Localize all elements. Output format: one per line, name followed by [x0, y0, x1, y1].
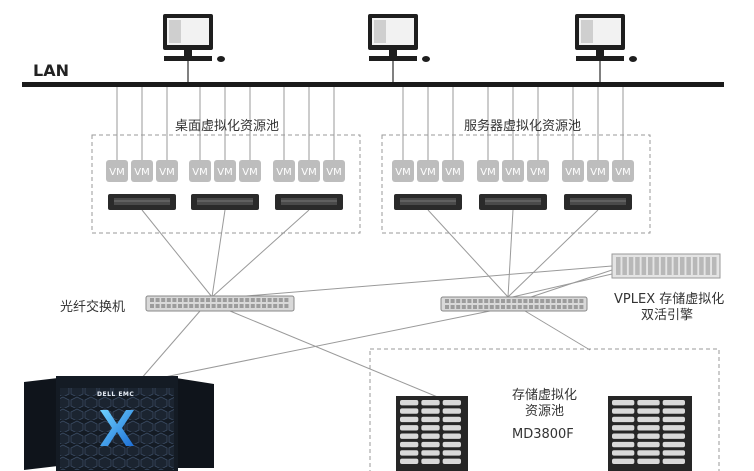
server-pool-title: 服务器虚拟化资源池: [464, 119, 582, 134]
vm-label: VM: [445, 167, 460, 178]
storage-model-label: MD3800F: [512, 427, 574, 442]
vm-label: VM: [159, 167, 174, 178]
vplex-engine-icon: [611, 253, 721, 279]
vm-box: VM: [131, 160, 153, 182]
vm-box: VM: [106, 160, 128, 182]
vm-label: VM: [565, 167, 580, 178]
vm-box: VM: [273, 160, 295, 182]
fibre-switch-left: [145, 295, 295, 312]
vm-label: VM: [420, 167, 435, 178]
vm-box: VM: [442, 160, 464, 182]
vm-box: VM: [477, 160, 499, 182]
vm-label: VM: [134, 167, 149, 178]
vm-box: VM: [502, 160, 524, 182]
computer-icon: [368, 14, 430, 82]
dell-emc-x-logo: [100, 410, 134, 446]
storage-pool-box: [369, 348, 720, 471]
host-group: VM VM VM: [106, 160, 178, 210]
vm-label: VM: [590, 167, 605, 178]
md3800f-array-left: [396, 396, 468, 471]
vm-label: VM: [505, 167, 520, 178]
lan-label: LAN: [33, 61, 69, 80]
host-group: VM VM VM: [477, 160, 549, 210]
vm-label: VM: [276, 167, 291, 178]
host-group: VM VM VM: [392, 160, 464, 210]
vm-label: VM: [326, 167, 341, 178]
desktop-pool-box: [91, 134, 361, 234]
vplex-label-line1: VPLEX 存储虚拟化: [614, 292, 725, 307]
desktop-pool-title: 桌面虚拟化资源池: [175, 119, 280, 134]
vm-box: VM: [298, 160, 320, 182]
vm-box: VM: [323, 160, 345, 182]
server-unit: [191, 194, 259, 210]
server-unit: [479, 194, 547, 210]
dell-emc-storage-array: [24, 376, 214, 471]
vm-box: VM: [417, 160, 439, 182]
computer-icon: [163, 14, 225, 82]
vm-box: VM: [527, 160, 549, 182]
network-links: [116, 87, 624, 399]
server-unit: [108, 194, 176, 210]
dell-emc-logo-text: DELL EMC: [97, 391, 135, 398]
storage-pool-title-line1: 存储虚拟化: [512, 388, 578, 403]
client-computers: [163, 14, 637, 82]
storage-pool-title-line2: 资源池: [525, 404, 565, 419]
vm-label: VM: [301, 167, 316, 178]
server-pool-box: [381, 134, 651, 234]
vm-label: VM: [530, 167, 545, 178]
host-group: VM VM VM: [562, 160, 634, 210]
vm-box: VM: [189, 160, 211, 182]
computer-icon: [575, 14, 637, 82]
host-group: VM VM VM: [273, 160, 345, 210]
server-unit: [275, 194, 343, 210]
host-groups: VM VM VM VM VM VM VM VM VM VM VM VM VM VM VM VM VM VM: [106, 160, 634, 210]
vm-label: VM: [109, 167, 124, 178]
vplex-label-line2: 双活引擎: [641, 308, 694, 323]
lan-bus: [22, 82, 724, 87]
fibre-switch-label: 光纤交换机: [60, 300, 126, 315]
vm-label: VM: [480, 167, 495, 178]
vm-label: VM: [192, 167, 207, 178]
vm-label: VM: [615, 167, 630, 178]
vm-box: VM: [562, 160, 584, 182]
vm-label: VM: [242, 167, 257, 178]
host-group: VM VM VM: [189, 160, 261, 210]
vm-box: VM: [214, 160, 236, 182]
fibre-switch-right: [440, 296, 588, 312]
vm-box: VM: [392, 160, 414, 182]
server-unit: [564, 194, 632, 210]
server-unit: [394, 194, 462, 210]
vm-label: VM: [217, 167, 232, 178]
vm-box: VM: [612, 160, 634, 182]
vm-box: VM: [239, 160, 261, 182]
md3800f-array-right: [608, 396, 692, 471]
vm-label: VM: [395, 167, 410, 178]
vm-box: VM: [156, 160, 178, 182]
vm-box: VM: [587, 160, 609, 182]
